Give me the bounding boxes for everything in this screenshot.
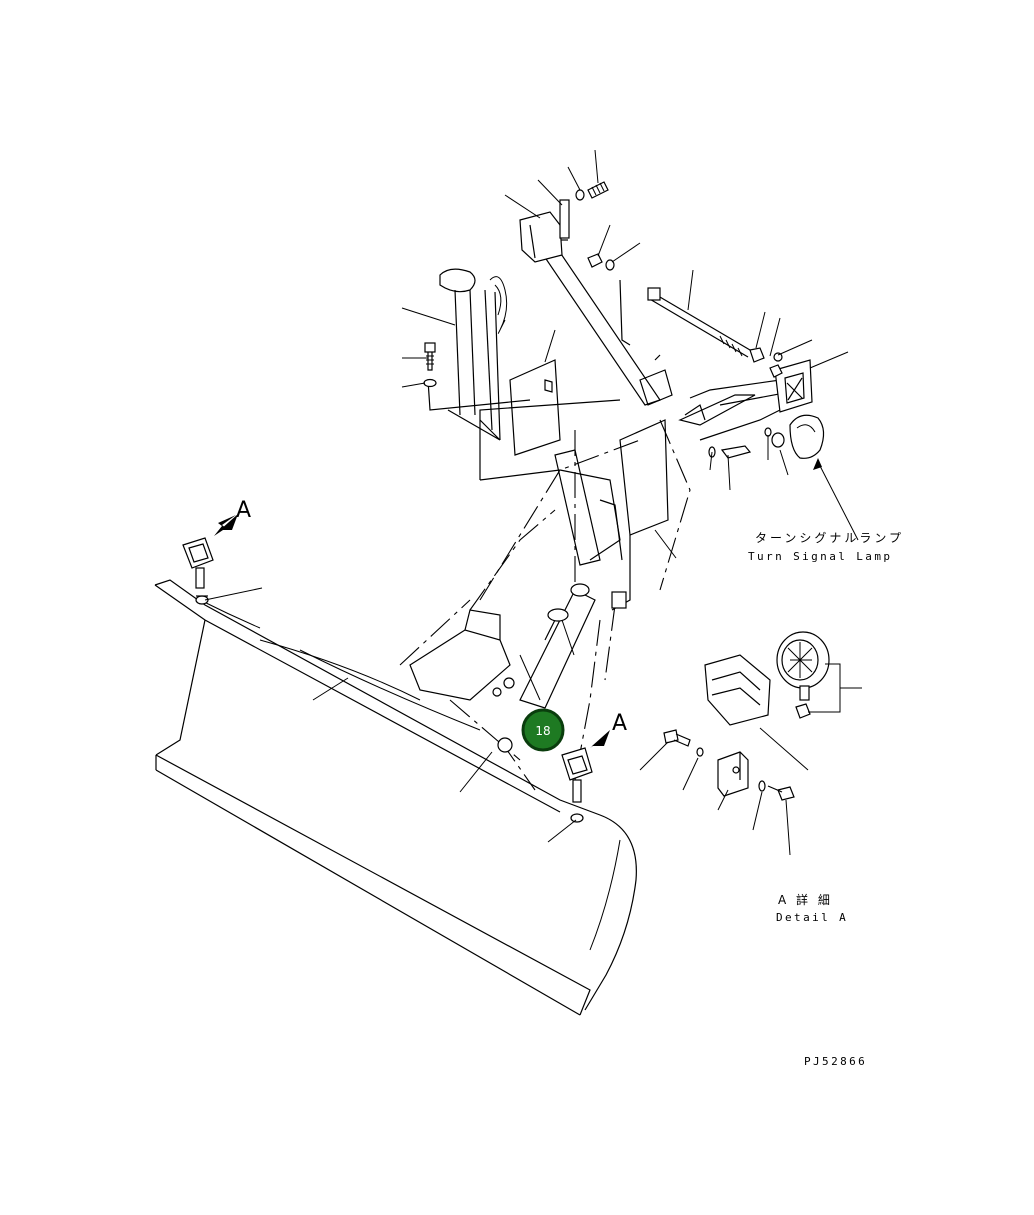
callout-badge-number[interactable]: 18 (535, 724, 550, 738)
detail-a-label-jp: A 詳 細 (778, 892, 833, 907)
turn-signal-label-en: Turn Signal Lamp (748, 550, 892, 563)
blade-lamp-right (561, 747, 593, 823)
callout-badge-circle[interactable] (521, 708, 565, 752)
view-arrow-right: A (590, 711, 627, 748)
mount-plates (611, 379, 792, 611)
turn-signal-lamp (708, 352, 825, 459)
turn-signal-label-jp: ターンシグナルランプ (755, 531, 904, 545)
switch-panel (427, 359, 621, 481)
lift-cylinder (519, 449, 623, 709)
detail-a-label-en: Detail A (776, 911, 848, 924)
detail-a-parts (663, 631, 830, 801)
view-arrow-left: A (214, 498, 251, 536)
grab-handle (439, 268, 508, 441)
drawing-number: PJ52866 (804, 1055, 867, 1068)
view-arrow-left-label: A (236, 498, 251, 523)
work-lamp-top (519, 199, 570, 263)
handle-bolt (423, 342, 437, 388)
view-arrow-right-label: A (612, 711, 627, 736)
cylinder-bracket (409, 609, 515, 753)
top-bolt (575, 181, 615, 271)
callout-badge-18[interactable]: 18 (521, 708, 565, 752)
blade-lamp-left (182, 537, 214, 605)
leader-lines (204, 149, 862, 856)
dozer-blade (154, 579, 637, 1016)
tie-rod (647, 287, 765, 363)
